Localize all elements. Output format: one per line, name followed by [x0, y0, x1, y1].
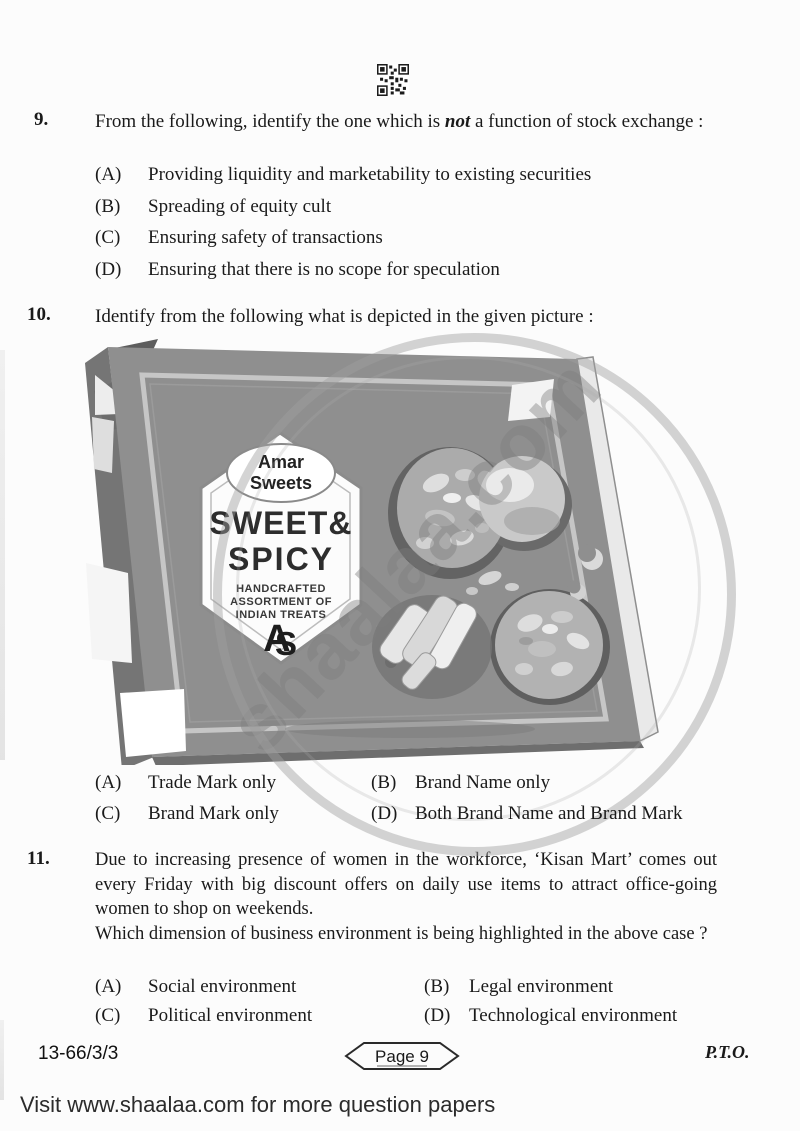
option-text: Political environment	[148, 1005, 313, 1026]
pto-label: P.T.O.	[705, 1042, 750, 1062]
option-letter: (D)	[424, 1005, 451, 1026]
option-letter: (A)	[95, 976, 122, 997]
q11-number: 11.	[27, 848, 50, 869]
box-wear-patch	[92, 417, 114, 473]
monogram-s: S	[275, 625, 297, 662]
option-letter: (A)	[95, 772, 122, 793]
option-text: Spreading of equity cult	[148, 196, 332, 217]
option-text: Brand Name only	[415, 772, 551, 793]
option-text: Trade Mark only	[148, 772, 277, 793]
option-letter: (C)	[95, 803, 121, 824]
brand-oval	[226, 443, 336, 503]
box-corner-sticker	[508, 379, 554, 421]
option-text: Providing liquidity and marketability to…	[148, 164, 592, 185]
q9-text-part1: From the following, identify the one whi…	[95, 111, 445, 132]
brand-name-line1: Amar	[258, 452, 304, 472]
paper-code: 13-66/3/3	[38, 1043, 119, 1064]
q10-text: Identify from the following what is depi…	[95, 306, 594, 327]
laddu-sweet-bottom	[495, 591, 603, 699]
loose-sweet-bits	[466, 571, 519, 595]
option-letter: (A)	[95, 164, 122, 185]
hexagon-inner-line	[210, 444, 351, 651]
option-letter: (B)	[95, 196, 121, 217]
sweet-box-figure: Amar Sweets SWEET& SPICY HANDCRAFTED ASS…	[85, 339, 659, 765]
box-inner-border	[139, 372, 609, 734]
q11-paragraph2: Which dimension of business environment …	[95, 924, 708, 944]
q9-text-bold: not	[444, 111, 471, 132]
box-worn-band	[285, 720, 535, 738]
option-letter: (B)	[424, 976, 450, 997]
box-bottom-edge	[152, 741, 644, 765]
option-letter: (D)	[371, 803, 398, 824]
page-number-label: Page 9	[375, 1047, 429, 1066]
round-sweet	[479, 456, 565, 542]
brand-name-line2: Sweets	[250, 473, 312, 493]
box-wear-patch	[86, 563, 132, 663]
label-title-line1: SWEET&	[210, 505, 353, 541]
q11-paragraph1: Due to increasing presence of women in t…	[95, 850, 717, 920]
label-tagline1: HANDCRAFTED	[236, 583, 326, 595]
barfi-sweets	[379, 595, 477, 690]
q9-text-part2: a function of stock exchange :	[470, 111, 704, 132]
box-inner-border-line	[149, 383, 598, 723]
q9-text: From the following, identify the one whi…	[95, 109, 717, 135]
shaalaa-promo-text: Visit www.shaalaa.com for more question …	[20, 1092, 496, 1117]
monogram-a: A	[263, 618, 290, 660]
option-text: Both Brand Name and Brand Mark	[415, 803, 683, 824]
option-text: Ensuring that there is no scope for spec…	[148, 259, 500, 280]
option-letter: (C)	[95, 1005, 121, 1026]
scan-artifact	[0, 1020, 4, 1100]
page-number-badge: Page 9	[344, 1042, 460, 1070]
cashew-nut	[567, 544, 603, 600]
option-letter: (C)	[95, 227, 121, 248]
option-text: Technological environment	[469, 1005, 678, 1026]
label-tagline2: ASSORTMENT OF	[230, 596, 332, 608]
option-text: Brand Mark only	[148, 803, 279, 824]
label-tagline3: INDIAN TREATS	[236, 609, 327, 621]
option-text: Legal environment	[469, 976, 614, 997]
option-letter: (D)	[95, 259, 122, 280]
option-text: Social environment	[148, 976, 297, 997]
box-right-flap	[576, 356, 659, 743]
scan-artifact	[0, 350, 5, 760]
qr-code	[377, 64, 409, 96]
label-title-line2: SPICY	[228, 541, 334, 577]
q10-number: 10.	[27, 304, 51, 325]
option-letter: (B)	[371, 772, 397, 793]
box-wear-patch	[120, 689, 186, 757]
option-text: Ensuring safety of transactions	[148, 227, 383, 248]
q9-number: 9.	[34, 109, 49, 130]
